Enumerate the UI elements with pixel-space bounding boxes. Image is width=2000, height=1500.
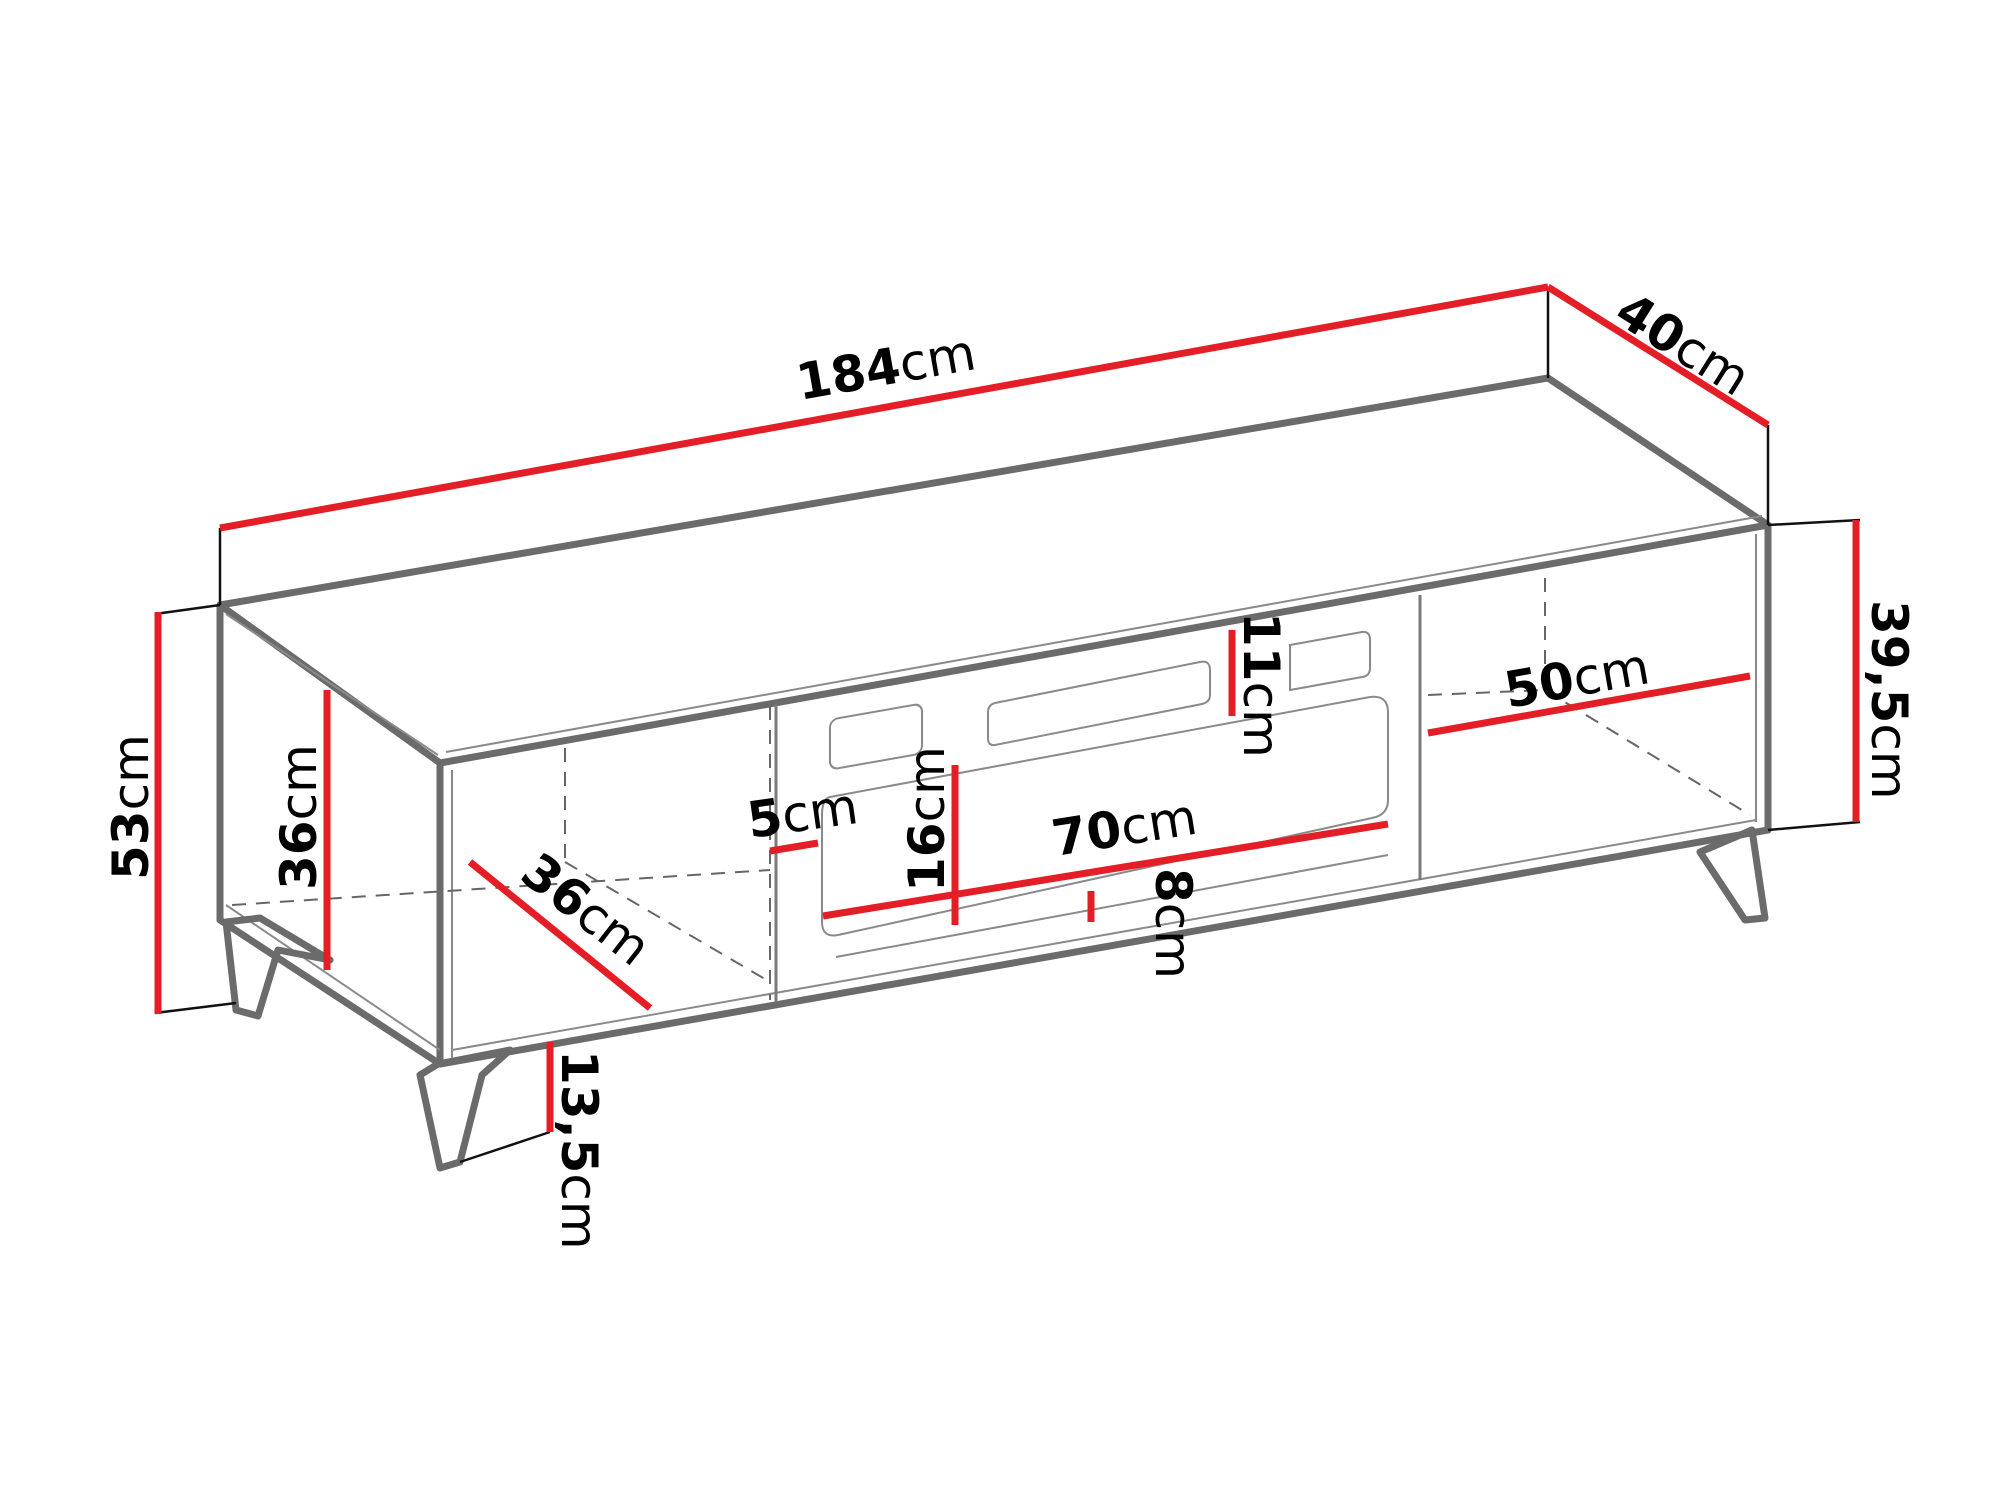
leg-back-left <box>222 914 334 1020</box>
center-opening <box>821 695 1389 937</box>
extension-lines <box>154 287 1861 1164</box>
label-total-height: 53cm <box>102 734 160 880</box>
label-door-margin: 5cm <box>744 777 862 850</box>
label-leg-height: 13,5cm <box>550 1050 608 1250</box>
label-bottom-margin: 8cm <box>1144 868 1202 979</box>
bottom-front-edge <box>436 826 1772 1068</box>
slot-small <box>829 703 923 770</box>
label-depth: 40cm <box>1606 281 1760 407</box>
leg-front-right <box>1696 826 1769 924</box>
dimension-lines <box>154 283 1860 1132</box>
cabinet-outline <box>216 374 1772 1172</box>
slot-long <box>987 660 1211 747</box>
dimension-labels: 184cm 40cm 53cm 39,5cm 36cm 36cm 13,5cm … <box>102 281 1918 1250</box>
label-center-width: 70cm <box>1048 788 1201 868</box>
dim-line-right-comp-width <box>1427 672 1751 737</box>
dim-line-left-comp-depth <box>467 859 653 1011</box>
label-slot-height: 11cm <box>1232 612 1290 758</box>
dim-line-depth <box>1546 284 1770 428</box>
dim-line-width <box>219 283 1549 532</box>
top-front-edge <box>436 521 1772 767</box>
label-left-comp-height: 36cm <box>270 744 328 890</box>
dim-line-center-width <box>822 820 1389 920</box>
top-back-edge <box>216 374 1772 609</box>
slot-right <box>1289 630 1371 692</box>
label-center-height: 16cm <box>898 746 956 892</box>
leg-front-left <box>416 1046 514 1172</box>
label-right-comp-width: 50cm <box>1500 637 1654 719</box>
dim-line-door-margin <box>769 839 819 855</box>
label-body-height: 39,5cm <box>1860 600 1918 800</box>
